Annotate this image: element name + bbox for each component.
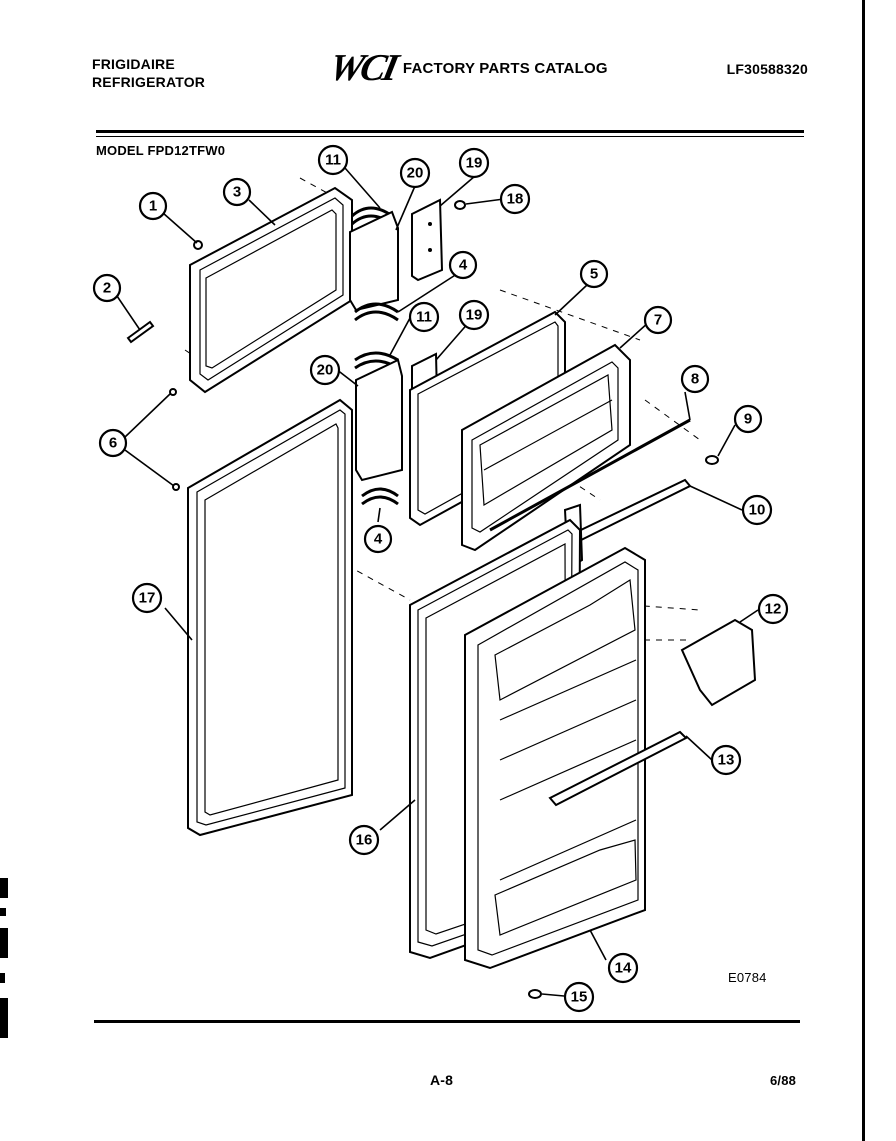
svg-text:19: 19 [466,155,483,172]
svg-text:20: 20 [317,362,334,379]
callout-4-lower: 4 [363,524,393,554]
upper-hinge-assembly [349,198,466,322]
door-screw-15 [528,989,542,999]
svg-text:19: 19 [466,307,483,324]
freezer-shelf-rail [489,418,691,532]
callout-19-lower: 19 [458,299,490,331]
callout-11-upper: 11 [317,144,349,176]
fasteners [126,240,203,491]
svg-text:4: 4 [459,257,468,274]
callout-20-upper: 20 [399,157,431,189]
catalog-number: LF30588320 [726,61,808,77]
callout-13: 13 [710,744,742,776]
svg-text:6: 6 [109,435,117,452]
callout-20-lower: 20 [309,354,341,386]
leader-lines [116,167,759,997]
callout-12: 12 [757,593,789,625]
callout-14: 14 [607,952,639,984]
catalog-title: FACTORY PARTS CATALOG [402,59,608,77]
svg-text:14: 14 [615,960,632,977]
drawing-code: E0784 [728,970,767,985]
callout-17: 17 [131,582,163,614]
svg-text:11: 11 [416,309,432,326]
svg-text:16: 16 [356,832,373,849]
svg-text:1: 1 [149,198,157,215]
callout-3: 3 [222,177,252,207]
header-rule-thick [96,130,804,133]
callout-5: 5 [579,259,609,289]
svg-text:7: 7 [654,312,662,329]
callout-2: 2 [92,273,122,303]
callout-8: 8 [680,364,710,394]
product-type: REFRIGERATOR [92,74,206,90]
svg-text:15: 15 [571,989,588,1006]
callout-19-upper: 19 [458,147,490,179]
svg-text:18: 18 [507,191,524,208]
svg-text:20: 20 [407,165,424,182]
door-screw-9 [705,455,719,465]
door-shelf-bar [548,730,688,807]
callout-11-lower: 11 [408,301,440,333]
dairy-door [680,618,757,707]
freezer-door-liner [461,343,631,552]
svg-text:11: 11 [325,152,341,169]
svg-text:2: 2 [103,280,111,297]
page-frame-right [862,0,865,1141]
model-label: MODEL FPD12TFW0 [96,143,226,158]
svg-text:13: 13 [718,752,735,769]
print-date: 6/88 [770,1073,797,1088]
fresh-food-door-liner [464,546,646,970]
page-number: A-8 [430,1072,454,1088]
footer-rule [94,1020,800,1023]
callout-10: 10 [741,494,773,526]
svg-text:4: 4 [374,531,383,548]
svg-text:5: 5 [590,266,598,283]
svg-text:12: 12 [765,601,782,618]
callout-15: 15 [563,981,595,1013]
svg-text:10: 10 [749,502,766,519]
callout-9: 9 [733,404,763,434]
callout-4-upper: 4 [448,250,478,280]
svg-text:8: 8 [691,371,699,388]
svg-text:17: 17 [139,590,156,607]
callout-7: 7 [643,305,673,335]
svg-text:3: 3 [233,184,241,201]
brand-name: FRIGIDAIRE [92,56,175,72]
header-rule-thin [96,136,804,137]
callout-1: 1 [138,191,168,221]
brand-block: FRIGIDAIRE REFRIGERATOR [92,55,205,91]
fresh-food-door-gasket [187,398,353,837]
callout-6: 6 [98,428,128,458]
callout-16: 16 [348,824,380,856]
catalog-heading: WCI FACTORY PARTS CATALOG [326,46,608,90]
callout-18: 18 [499,183,531,215]
scan-edge-marks [0,878,8,1038]
svg-text:9: 9 [744,411,752,428]
